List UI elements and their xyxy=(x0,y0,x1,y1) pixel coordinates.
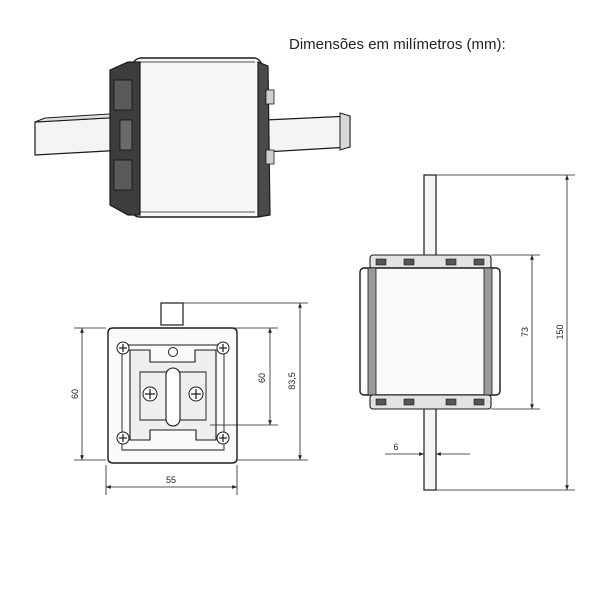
dim-front-width: 55 xyxy=(166,475,176,485)
dim-side-total-length: 150 xyxy=(555,324,565,339)
front-dimensions xyxy=(74,302,308,495)
dim-front-total-height: 83,5 xyxy=(287,372,297,390)
fuse-isometric-view xyxy=(34,57,351,218)
fuse-side-view xyxy=(359,174,501,491)
dim-side-blade-thickness: 6 xyxy=(393,442,398,452)
dim-front-height: 60 xyxy=(70,389,80,399)
fuse-front-view xyxy=(107,302,238,464)
dim-side-body-height: 73 xyxy=(520,327,530,337)
side-dimensions xyxy=(385,174,575,491)
dimensions-title: Dimensões em milímetros (mm): xyxy=(289,36,506,53)
dim-front-body-height: 60 xyxy=(257,373,267,383)
